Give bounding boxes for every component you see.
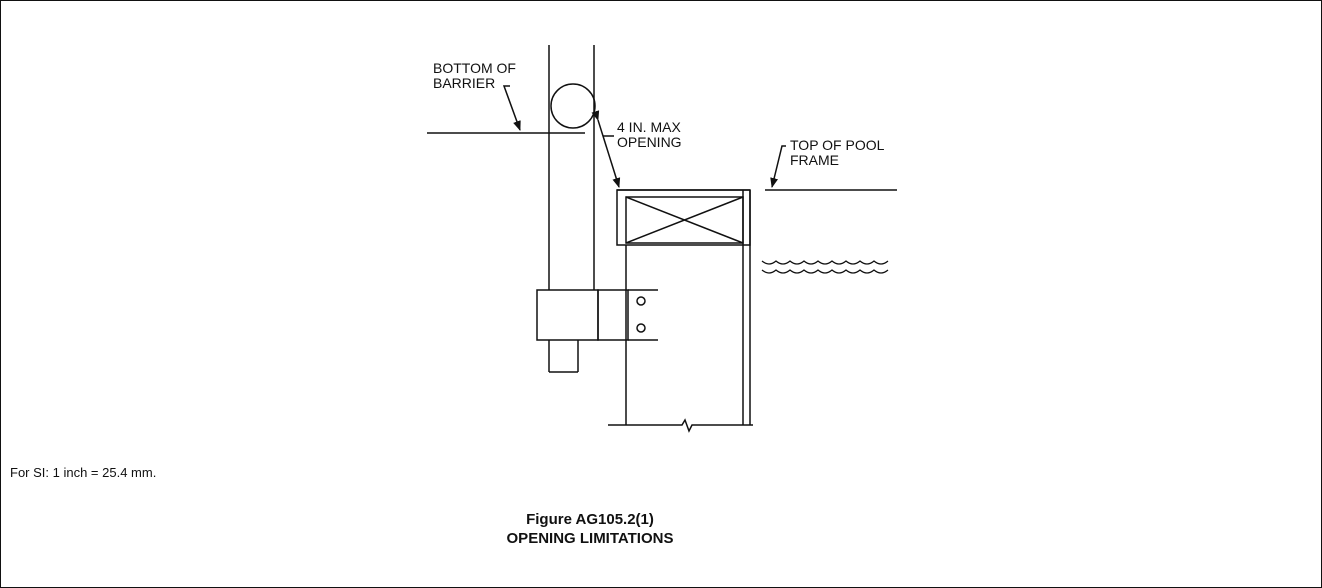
- figure-number: Figure AG105.2(1): [526, 511, 654, 528]
- bottom-of-barrier-leader: [502, 85, 521, 131]
- max-opening-leader: [591, 110, 621, 188]
- figure-caption: Figure AG105.2(1) OPENING LIMITATIONS: [380, 510, 800, 548]
- si-conversion-note: For SI: 1 inch = 25.4 mm.: [10, 465, 157, 480]
- ground-break-line: [608, 418, 753, 433]
- water-surface: [761, 260, 889, 274]
- max-opening-label: 4 IN. MAX OPENING: [617, 119, 685, 150]
- top-of-pool-frame-leader: [770, 145, 786, 188]
- test-sphere: [550, 83, 596, 129]
- pool-frame-top-rail: [616, 189, 751, 246]
- pool-wall: [617, 189, 751, 425]
- bottom-of-barrier-label: BOTTOM OF BARRIER: [433, 60, 520, 91]
- barrier-bracket: [536, 289, 658, 341]
- figure-title: OPENING LIMITATIONS: [506, 530, 674, 547]
- barrier-post: [548, 45, 595, 373]
- top-of-pool-frame-label: TOP OF POOL FRAME: [790, 137, 888, 168]
